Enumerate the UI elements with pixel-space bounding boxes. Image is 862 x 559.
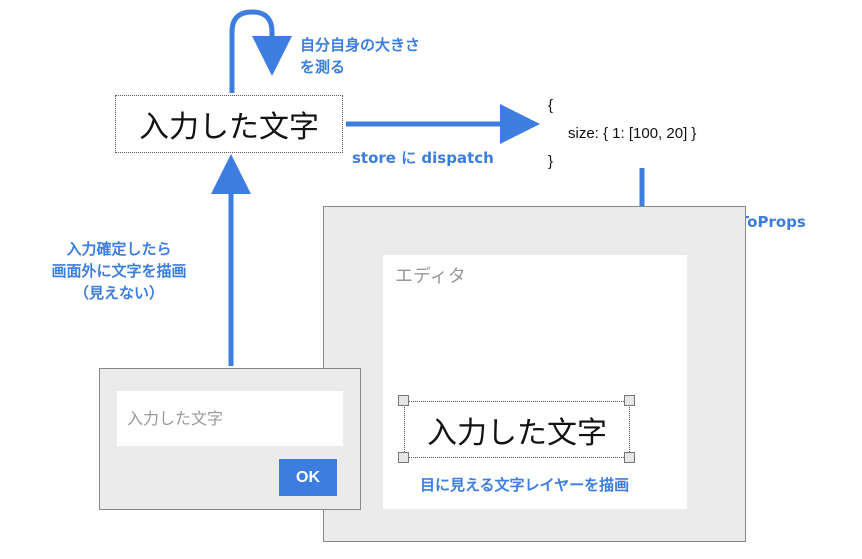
editor-canvas[interactable]: [383, 255, 687, 509]
resize-handle-bottom-right[interactable]: [624, 452, 635, 463]
json-size-line: size: { 1: [100, 20] }: [568, 125, 697, 142]
text-input[interactable]: [117, 391, 343, 446]
offscreen-text-box: 入力した文字: [115, 95, 343, 153]
offscreen-label-line2: 画面外に文字を描画: [51, 262, 187, 280]
ok-button[interactable]: OK: [279, 459, 337, 496]
text-layer[interactable]: 入力した文字: [404, 401, 630, 458]
offscreen-label-line1: 入力確定したら: [66, 240, 172, 258]
self-measure-loop-arrow: [229, 9, 292, 93]
self-measure-label-line1: 自分自身の大きさ: [300, 36, 421, 54]
resize-handle-top-right[interactable]: [624, 395, 635, 406]
self-measure-label-line2: を測る: [300, 58, 346, 76]
self-measure-label: 自分自身の大きさ を測る: [300, 34, 420, 78]
offscreen-render-label: 入力確定したら 画面外に文字を描画 （見えない）: [24, 238, 214, 304]
json-close-brace: }: [548, 153, 554, 170]
resize-handle-bottom-left[interactable]: [398, 452, 409, 463]
json-open-brace: {: [548, 97, 554, 114]
editor-title: エディタ: [395, 266, 466, 287]
dispatch-label: store に dispatch: [352, 149, 494, 167]
resize-handle-top-left[interactable]: [398, 395, 409, 406]
visible-layer-label: 目に見える文字レイヤーを描画: [420, 476, 630, 494]
offscreen-label-line3: （見えない）: [73, 284, 164, 302]
store-state-json: { size: { 1: [100, 20] } }: [548, 92, 696, 176]
